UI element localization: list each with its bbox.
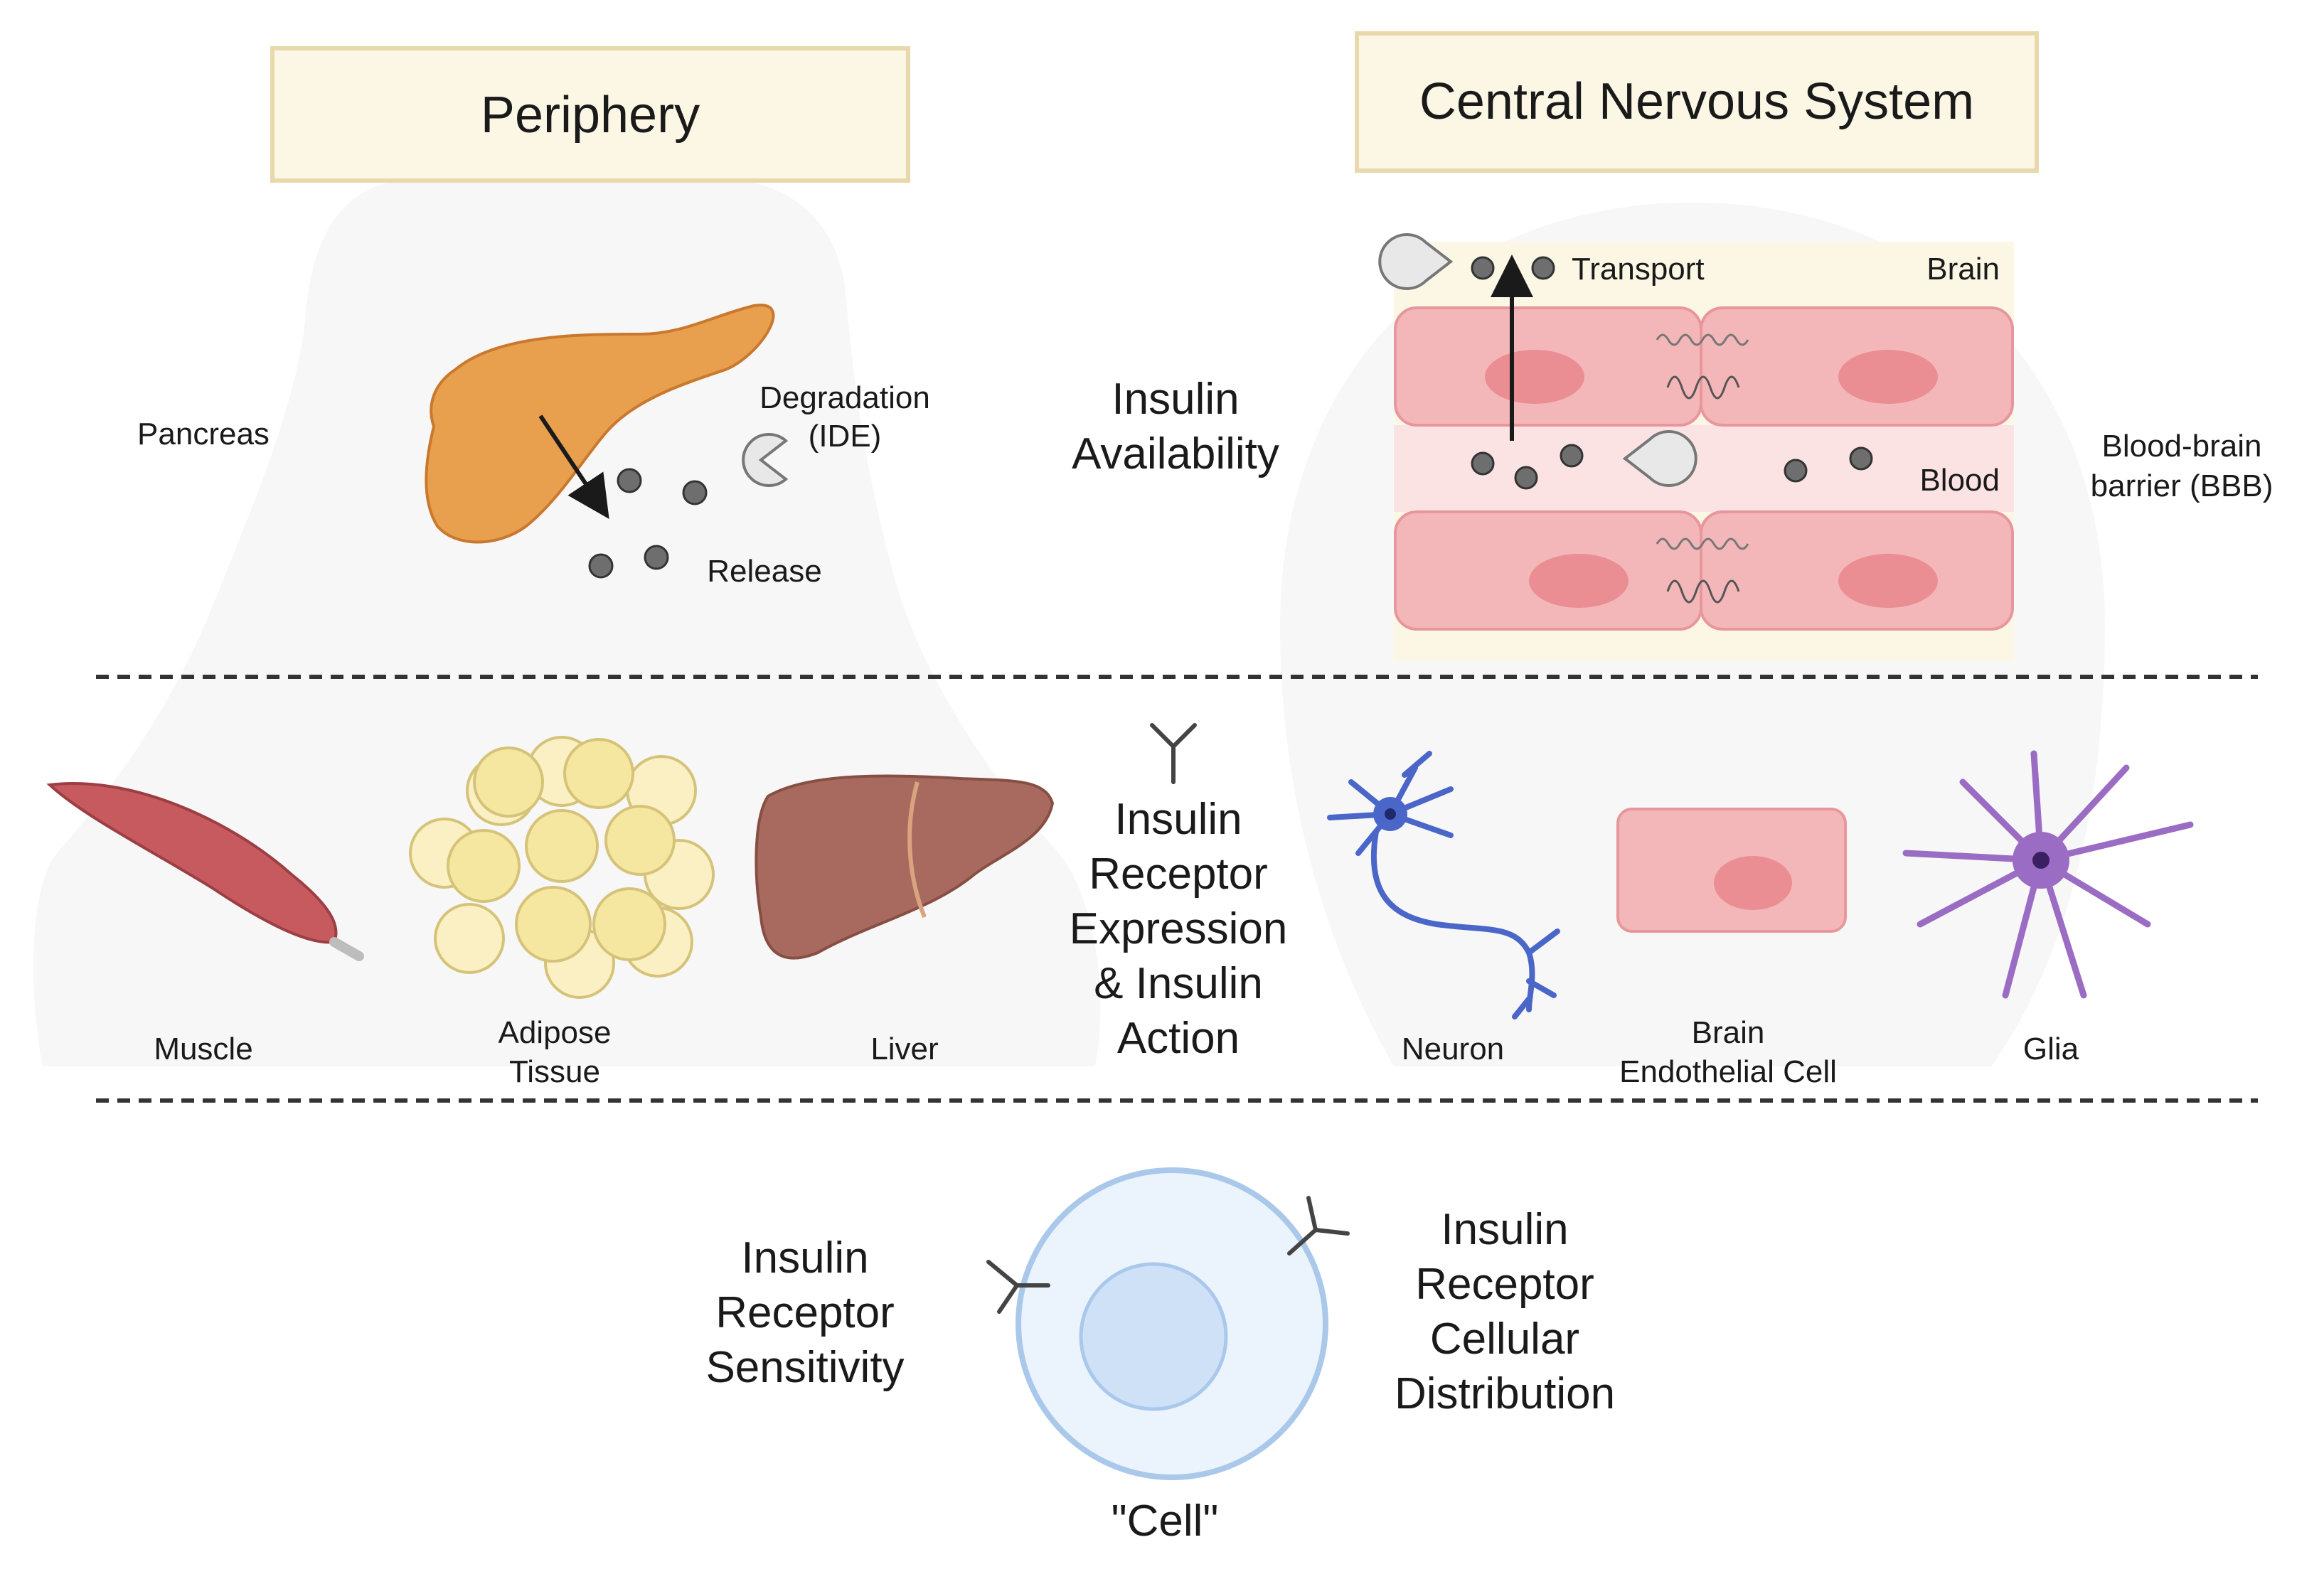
tight-junction-icon	[1656, 333, 1749, 346]
sensitivity-label-3: Sensitivity	[705, 1343, 904, 1392]
availability-label-2: Availability	[1072, 429, 1279, 478]
insulin-receptor-icon	[1287, 1196, 1350, 1256]
endothelial-cell-icon	[1700, 306, 2014, 427]
insulin-dot-icon	[1514, 466, 1538, 490]
insulin-dot-icon	[617, 468, 642, 493]
tight-junction-icon	[1666, 579, 1740, 604]
adipose-icon	[409, 736, 715, 999]
distribution-label-2: Receptor	[1415, 1260, 1594, 1309]
release-arrow	[538, 414, 609, 519]
ide-pacman-icon	[1378, 233, 1454, 290]
expression-label-1: Insulin	[1114, 795, 1242, 844]
endothelial-cell-icon	[1616, 808, 1847, 933]
endothelial-label-1: Brain	[1692, 1015, 1765, 1050]
insulin-dot-icon	[1849, 446, 1873, 471]
ide-pacman-icon	[1622, 430, 1697, 487]
blood-label: Blood	[1919, 463, 2000, 498]
insulin-dot-icon	[682, 480, 708, 505]
ide-pacman-icon	[742, 433, 789, 487]
neuron-icon	[1327, 751, 1560, 1019]
insulin-receptor-icon	[1150, 723, 1197, 784]
insulin-dot-icon	[1531, 256, 1555, 280]
cns-header: Central Nervous System	[1419, 73, 1974, 130]
expression-label-4: & Insulin	[1094, 959, 1263, 1008]
liver-icon	[755, 774, 1055, 960]
liver-label: Liver	[870, 1032, 938, 1066]
expression-label-2: Receptor	[1089, 850, 1268, 899]
insulin-dot-icon	[1471, 256, 1495, 280]
adipose-label-1: Adipose	[498, 1015, 611, 1050]
cell-label: "Cell"	[1112, 1497, 1219, 1546]
glia-icon	[1902, 750, 2194, 999]
expression-label-3: Expression	[1070, 904, 1288, 953]
distribution-label-3: Cellular	[1430, 1315, 1579, 1364]
bbb-blood-band	[1394, 425, 2014, 512]
endothelial-label-2: Endothelial Cell	[1619, 1054, 1837, 1089]
expression-label-5: Action	[1117, 1014, 1240, 1063]
bbb-label-1: Blood-brain	[2101, 429, 2261, 464]
insulin-dot-icon	[644, 545, 669, 570]
endothelial-cell-icon	[1394, 510, 1702, 631]
pancreas-label: Pancreas	[137, 417, 270, 451]
neuron-label: Neuron	[1402, 1032, 1504, 1066]
adipose-label-2: Tissue	[509, 1054, 600, 1089]
sensitivity-label-1: Insulin	[741, 1233, 868, 1283]
endothelial-cell-icon	[1394, 306, 1702, 427]
cell-icon	[1016, 1167, 1328, 1480]
distribution-label-1: Insulin	[1441, 1205, 1568, 1254]
insulin-dot-icon	[1560, 444, 1584, 468]
endothelial-cell-icon	[1700, 510, 2014, 631]
bbb-label-2: barrier (BBB)	[2091, 469, 2274, 503]
pancreas-icon	[425, 304, 775, 544]
insulin-receptor-icon	[986, 1260, 1050, 1314]
tight-junction-icon	[1666, 375, 1740, 400]
cns-header-box	[1355, 31, 2039, 173]
muscle-icon	[46, 781, 364, 961]
release-label: Release	[707, 554, 821, 589]
distribution-label-4: Distribution	[1395, 1369, 1615, 1418]
periphery-header: Periphery	[481, 87, 700, 144]
ide-label: (IDE)	[809, 419, 882, 454]
insulin-dot-icon	[1784, 459, 1808, 483]
tight-junction-icon	[1656, 537, 1749, 550]
availability-label-1: Insulin	[1112, 375, 1239, 424]
muscle-label: Muscle	[154, 1032, 252, 1066]
sensitivity-label-2: Receptor	[715, 1288, 895, 1337]
glia-label: Glia	[2023, 1032, 2079, 1066]
brain-label: Brain	[1926, 252, 2000, 287]
insulin-dot-icon	[1471, 451, 1495, 476]
transport-label: Transport	[1572, 252, 1705, 287]
degradation-label: Degradation	[759, 380, 930, 415]
insulin-dot-icon	[588, 553, 614, 579]
periphery-header-box	[270, 46, 910, 183]
